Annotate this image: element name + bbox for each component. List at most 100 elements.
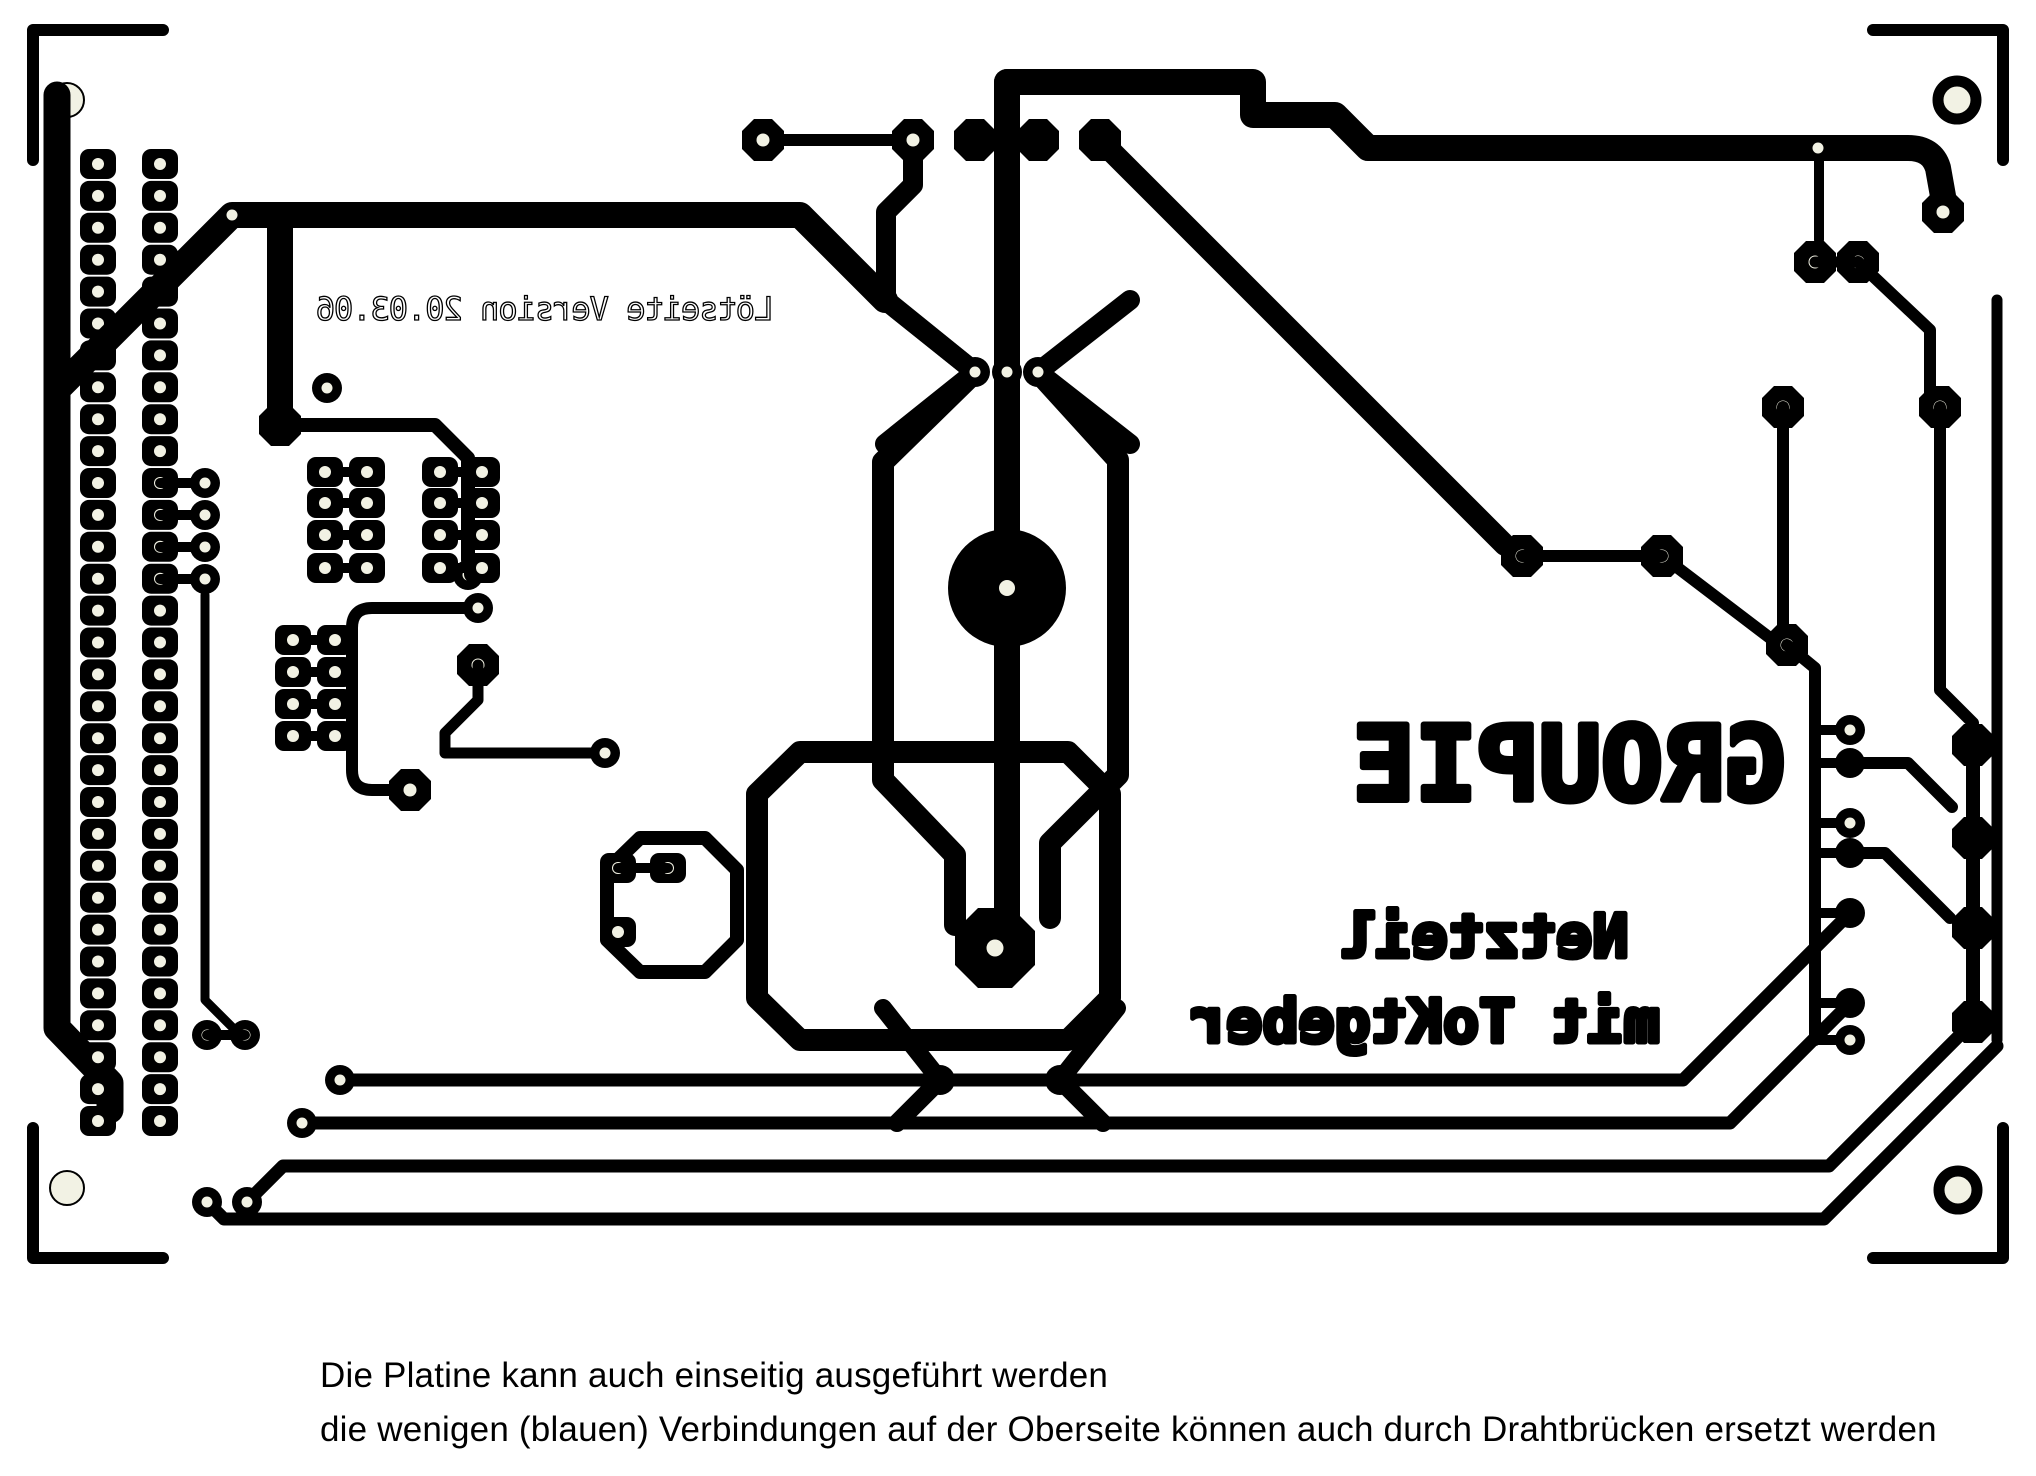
trace [200,590,245,1040]
caption-line-2: die wenigen (blauen) Verbindungen auf de… [320,1410,1937,1449]
pad [307,488,343,518]
pad [349,553,385,583]
pad [312,373,342,403]
pad [142,850,178,881]
corner-mark-bottom-right [1867,1122,2009,1264]
pad [190,564,220,594]
pad [142,595,178,626]
octagon-ring-trace [600,831,744,979]
pad [80,978,116,1009]
pad [142,180,178,211]
corner-mark-top-right [1867,24,2009,166]
pad [190,468,220,498]
pad [742,119,784,161]
pad [307,553,343,583]
center-structure [872,69,1140,1132]
large-round-pad-hole [999,580,1015,596]
trace [872,361,986,936]
pad [80,627,116,658]
pad [142,149,178,179]
pad [142,723,178,754]
trace [1089,129,1516,556]
edge-connector [43,81,245,1136]
pad [142,372,178,403]
pad [275,625,311,655]
pad [80,531,116,562]
pad [349,520,385,550]
pad [80,212,116,243]
pad [992,357,1022,387]
trace [1844,757,1958,813]
via-hole [226,209,238,221]
pad [142,978,178,1009]
trace [1516,550,1776,644]
pad [389,769,431,811]
pad [142,818,178,849]
pad [142,946,178,977]
octagon-ring-trace [746,741,1121,1051]
trace [1027,361,1129,929]
pad [80,723,116,754]
pad [80,1074,116,1105]
pad [80,1010,116,1041]
copper-texts: Lötseite Version 20.03.06 GROUPIE Netzte… [316,289,1790,1059]
pad [142,659,178,690]
bottom-bus-traces [192,906,2004,1226]
pad [275,721,311,751]
pad [325,1065,355,1095]
pad [1835,808,1865,838]
pad [142,691,178,722]
pad [80,882,116,913]
pad [80,1042,116,1073]
pad [1835,715,1865,745]
octagon-rings [600,741,1121,1051]
pad [80,244,116,275]
pad [464,520,500,550]
pad [80,180,116,211]
pad [80,276,116,307]
pad [80,499,116,530]
right-cluster-top [1762,191,2003,1046]
pad [80,946,116,977]
trace [1844,847,1956,924]
pad [80,818,116,849]
mounting-hole-icon [49,1170,85,1206]
mounting-hole-icon [1932,75,1982,125]
trace [44,202,898,403]
pad [464,457,500,487]
pad [80,787,116,817]
title-line1-mirrored: Netzteil [1340,902,1629,972]
pad [1835,1025,1865,1055]
pad [142,627,178,658]
connector-stub-pads [155,468,220,594]
mid-left-traces [346,593,620,811]
pad [142,882,178,913]
ic-footprint [307,457,500,583]
pad [80,850,116,881]
pad [80,595,116,626]
pad [349,457,385,487]
pad [955,908,1035,988]
pad [80,1106,116,1136]
pad [142,404,178,435]
pad [142,1074,178,1105]
pad [142,1042,178,1073]
pad [190,500,220,530]
pad [80,563,116,594]
pad [275,657,311,687]
pad [80,149,116,179]
caption-line-1: Die Platine kann auch einseitig ausgefüh… [320,1356,1109,1395]
trace [1852,256,1936,406]
version-label-mirrored: Lötseite Version 20.03.06 [317,290,774,328]
mounting-hole-icon [1933,1165,1983,1215]
pad [960,357,990,387]
trace [346,602,471,796]
bus-trace [295,996,1857,1130]
pad [422,488,458,518]
pad [307,457,343,487]
pad [232,1187,262,1217]
pad [142,914,178,945]
pad [464,488,500,518]
pad [190,532,220,562]
trace [994,69,1956,209]
